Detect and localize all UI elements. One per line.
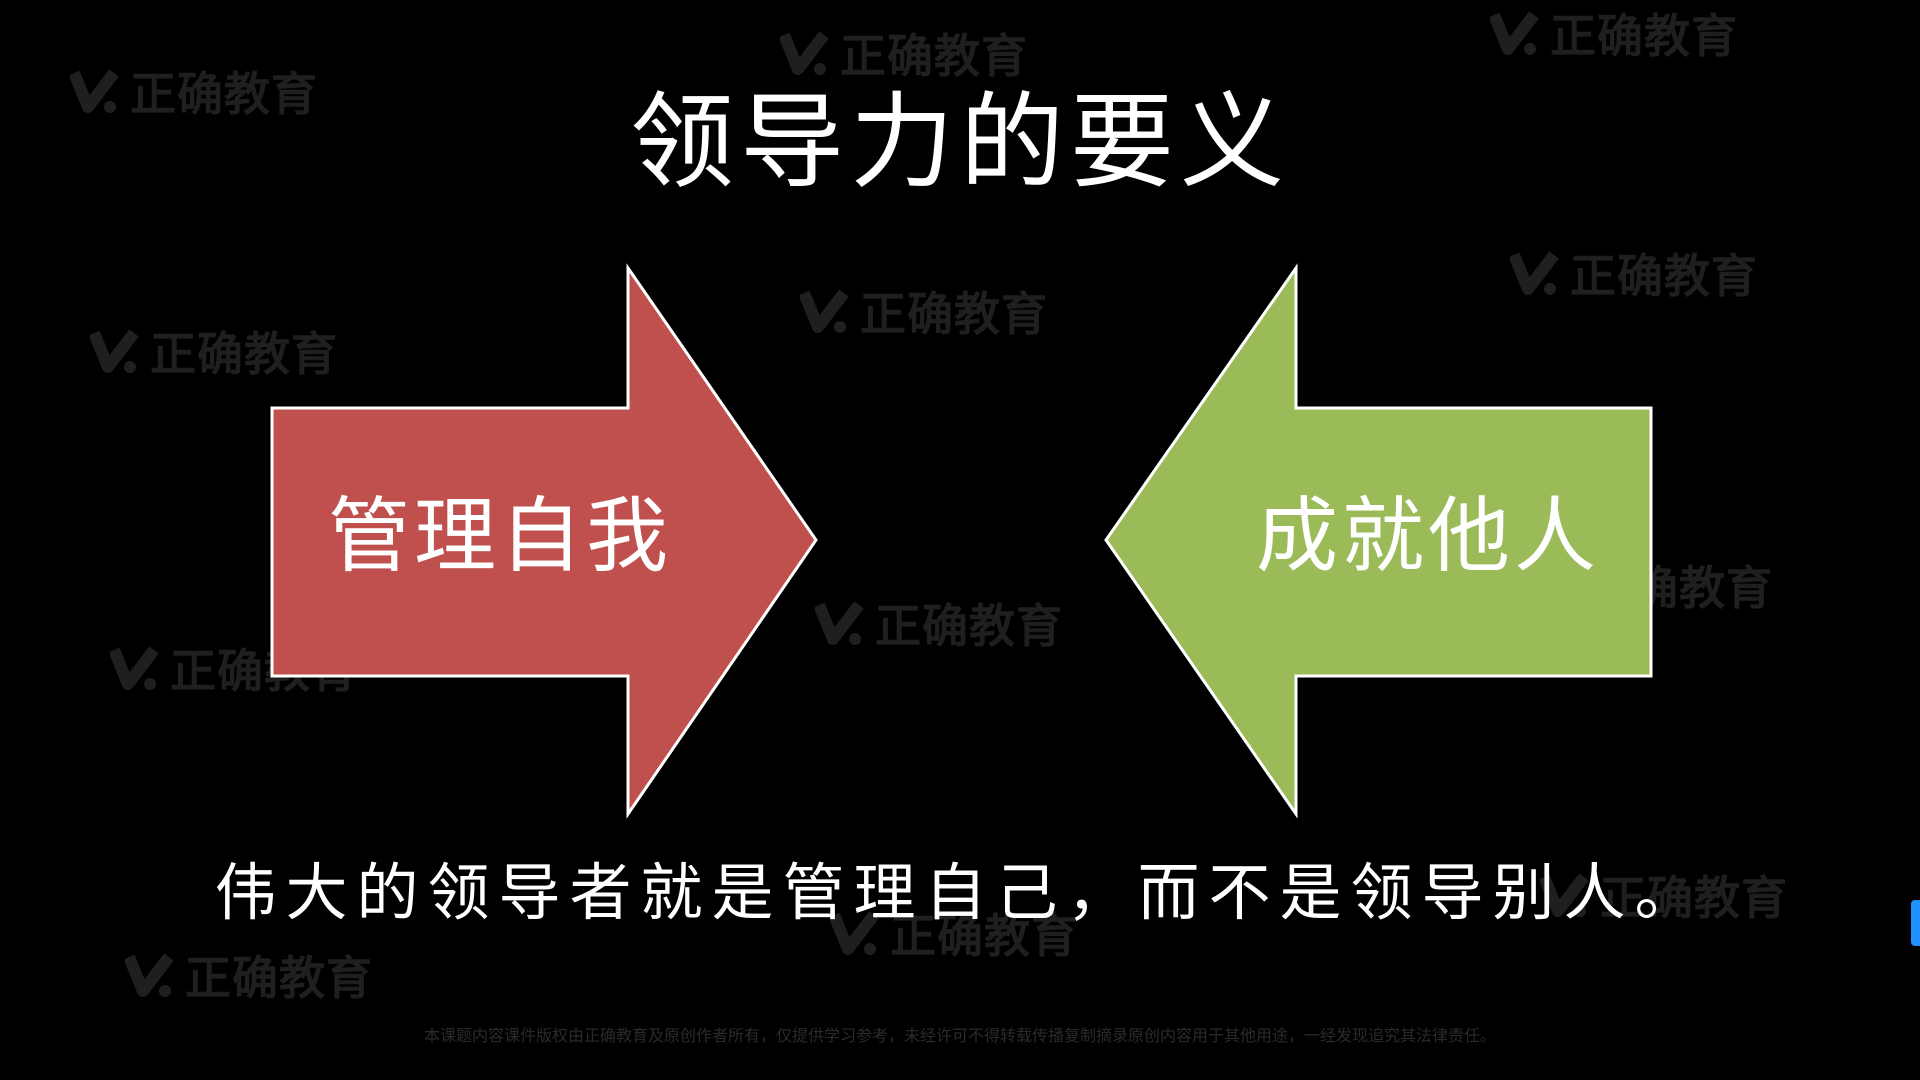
left-arrow	[270, 263, 818, 819]
right-arrow	[1104, 263, 1653, 819]
quote-text: 伟大的领导者就是管理自己，而不是领导别人。	[214, 856, 1706, 929]
slide-title: 领导力的要义	[629, 81, 1290, 203]
right-arrow-label: 成就他人	[1256, 489, 1601, 584]
scroll-indicator[interactable]	[1911, 900, 1920, 946]
left-arrow-label: 管理自我	[328, 489, 673, 584]
copyright-footer: 本课题内容课件版权由正确教育及原创作者所有，仅提供学习参考，未经许可不得转载传播…	[423, 1026, 1496, 1045]
